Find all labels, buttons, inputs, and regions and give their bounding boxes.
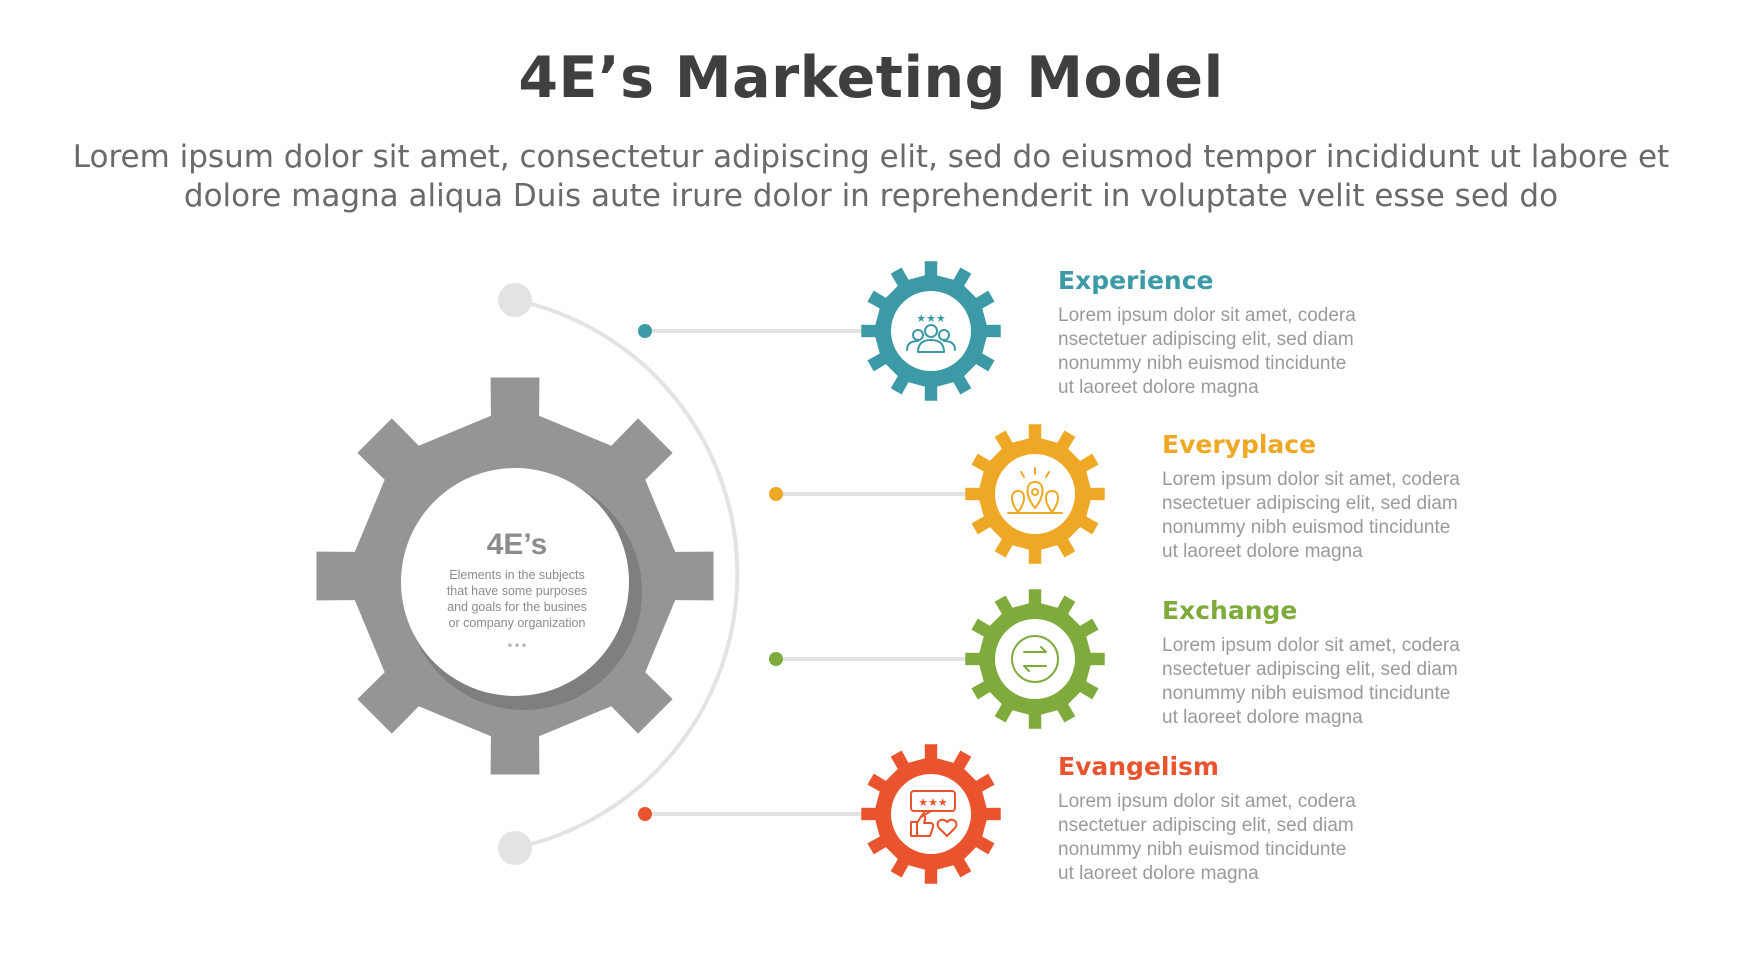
connectors [638, 324, 975, 821]
item-description-line: nonummy nibh euismod tincidunte [1058, 353, 1347, 374]
item-description-line: ut laoreet dolore magna [1058, 863, 1259, 884]
item-description-line: nsectetuer adipiscing elit, sed diam [1162, 493, 1458, 514]
connector-dot-experience [638, 324, 652, 338]
item-description-line: Lorem ipsum dolor sit amet, codera [1058, 791, 1356, 812]
item-description-evangelism: Lorem ipsum dolor sit amet, codera nsect… [1058, 790, 1418, 886]
gear-center-exchange [995, 619, 1075, 699]
svg-text:★★★: ★★★ [918, 796, 948, 809]
item-description-line: nsectetuer adipiscing elit, sed diam [1058, 329, 1354, 350]
connector-dot-evangelism [638, 807, 652, 821]
review-thumbs-up-icon: ★★★ [910, 790, 958, 837]
item-description-line: ut laoreet dolore magna [1058, 377, 1259, 398]
center-description-line: Elements in the subjects [449, 568, 585, 582]
svg-text:★★★: ★★★ [916, 312, 946, 325]
connector-dot-everyplace [769, 487, 783, 501]
item-description-line: nonummy nibh euismod tincidunte [1162, 517, 1451, 538]
center-description-line: or company organization [449, 616, 586, 630]
item-description-line: nonummy nibh euismod tincidunte [1058, 839, 1347, 860]
arc-end-dot-top [498, 283, 532, 317]
people-rating-icon: ★★★ [906, 312, 956, 353]
item-title-exchange: Exchange [1162, 596, 1298, 625]
item-description-line: nonummy nibh euismod tincidunte [1162, 683, 1451, 704]
item-description-line: nsectetuer adipiscing elit, sed diam [1058, 815, 1354, 836]
item-title-everyplace: Everyplace [1162, 430, 1317, 459]
item-description-line: ut laoreet dolore magna [1162, 541, 1363, 562]
item-description-exchange: Lorem ipsum dolor sit amet, codera nsect… [1162, 634, 1522, 730]
center-label: 4E’s [487, 528, 548, 561]
item-description-experience: Lorem ipsum dolor sit amet, codera nsect… [1058, 304, 1418, 400]
item-description-line: Lorem ipsum dolor sit amet, codera [1058, 305, 1356, 326]
item-description-line: ut laoreet dolore magna [1162, 707, 1363, 728]
item-description-line: nsectetuer adipiscing elit, sed diam [1162, 659, 1458, 680]
center-description-line: and goals for the busines [447, 600, 587, 614]
item-description-line: Lorem ipsum dolor sit amet, codera [1162, 635, 1460, 656]
center-dots: ••• [506, 639, 527, 653]
connector-arc [514, 298, 740, 850]
center-description-line: that have some purposes [447, 584, 587, 598]
page-subtitle: Lorem ipsum dolor sit amet, consectetur … [72, 139, 1670, 214]
arc-end-dot-bottom [498, 831, 532, 865]
exchange-arrows-icon [1011, 635, 1059, 683]
center-circle [401, 468, 629, 696]
page-title: 4E’s Marketing Model [518, 45, 1224, 111]
item-description-everyplace: Lorem ipsum dolor sit amet, codera nsect… [1162, 468, 1522, 564]
gear-center-experience [891, 291, 971, 371]
location-pins-icon [1007, 467, 1063, 514]
center-description: Elements in the subjects that have some … [447, 568, 587, 630]
item-description-line: Lorem ipsum dolor sit amet, codera [1162, 469, 1460, 490]
connector-dot-exchange [769, 652, 783, 666]
gear-center-evangelism [891, 774, 971, 854]
item-title-evangelism: Evangelism [1058, 752, 1219, 781]
item-title-experience: Experience [1058, 266, 1214, 295]
